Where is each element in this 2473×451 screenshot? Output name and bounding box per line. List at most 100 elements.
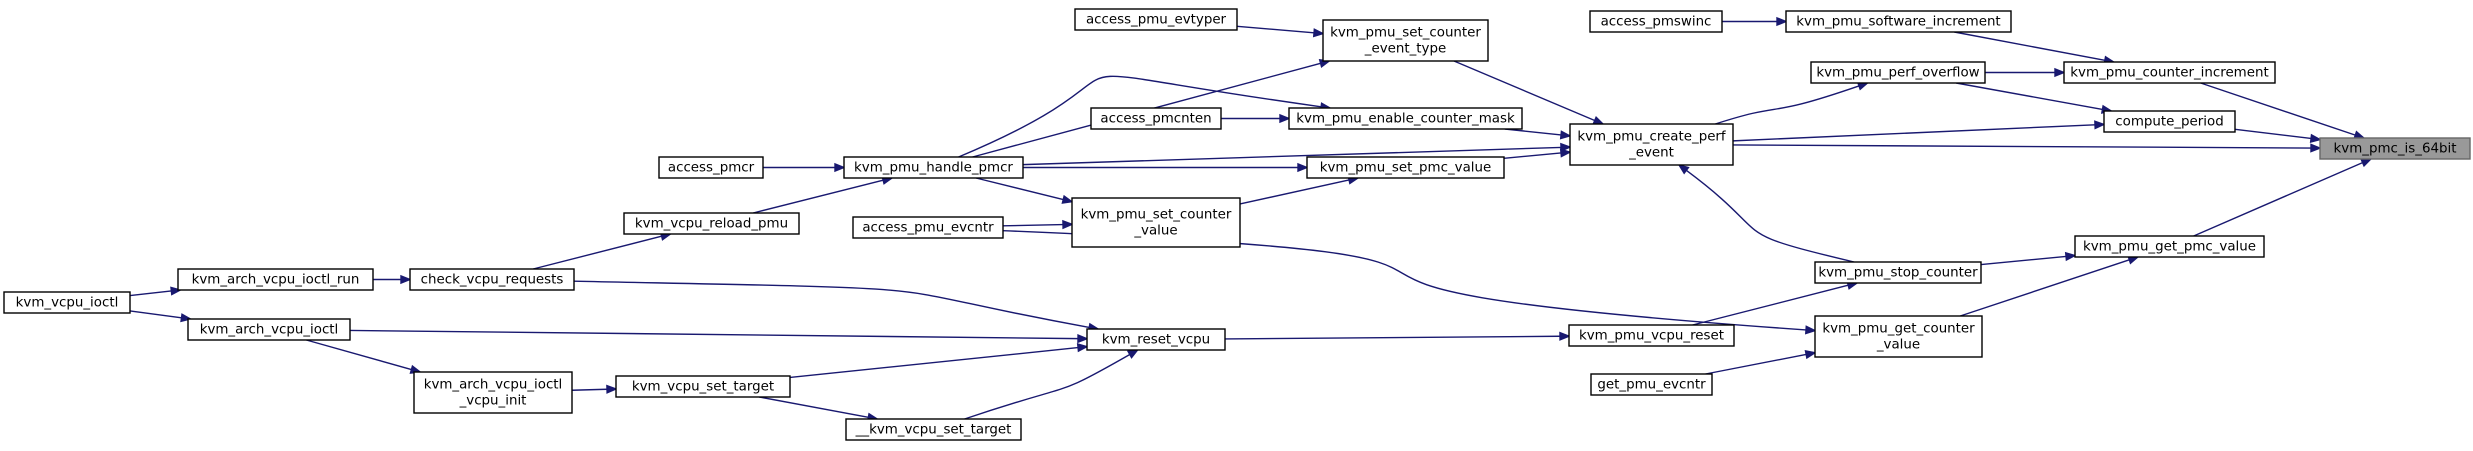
edge-line	[1705, 353, 1807, 375]
edge-kvm_pmu_enable_counter_mask-to-kvm_pmu_create_perf_event	[1504, 128, 1572, 140]
function-node---kvm-vcpu-set-target[interactable]: __kvm_vcpu_set_target	[845, 418, 1022, 441]
node-box	[1814, 315, 1983, 358]
function-node-kvm-arch-vcpu-ioctl-run[interactable]: kvm_arch_vcpu_ioctl_run	[177, 268, 374, 291]
node-label: kvm_pmu_get_counter	[1822, 322, 1975, 337]
function-node-compute-period[interactable]: compute_period	[2103, 110, 2236, 133]
node-label: kvm_pmu_set_counter	[1081, 208, 1232, 223]
node-label: kvm_pmu_enable_counter_mask	[1296, 112, 1515, 127]
arrow-head-icon	[170, 286, 183, 296]
function-node-check-vcpu-requests[interactable]: check_vcpu_requests	[409, 268, 575, 291]
node-box	[852, 216, 1004, 239]
edge-line	[1692, 284, 1849, 326]
node-label: kvm_pmu_perf_overflow	[1816, 66, 1979, 81]
function-node-kvm-pmu-perf-overflow[interactable]: kvm_pmu_perf_overflow	[1810, 61, 1986, 84]
node-label: access_pmu_evcntr	[862, 221, 994, 236]
node-box	[187, 318, 351, 341]
function-node-kvm-pmu-set-counter-value[interactable]: kvm_pmu_set_counter_value	[1071, 197, 1241, 248]
arrow-head-icon	[2310, 143, 2322, 153]
node-label: kvm_pmu_vcpu_reset	[1579, 329, 1724, 344]
node-box	[658, 156, 764, 179]
node-label: kvm_pmu_set_counter	[1330, 26, 1481, 41]
function-node-access-pmcnten[interactable]: access_pmcnten	[1090, 107, 1222, 130]
edge-kvm_pmu_handle_pmcr-to-kvm_pmu_set_counter_value	[975, 177, 1074, 204]
edge-kvm_pmu_stop_counter-to-kvm_pmu_create_perf_event	[1677, 163, 1855, 263]
node-box	[1569, 123, 1734, 166]
function-node-kvm-pmu-get-pmc-value[interactable]: kvm_pmu_get_pmc_value	[2074, 235, 2265, 258]
node-label: kvm_vcpu_reload_pmu	[635, 217, 788, 232]
node-box	[413, 371, 573, 414]
function-node-kvm-pmu-software-increment[interactable]: kvm_pmu_software_increment	[1785, 10, 2012, 33]
edge-kvm_arch_vcpu_ioctl-to-kvm_arch_vcpu_ioctl_vcpu_init	[306, 339, 422, 374]
function-node-kvm-pmu-enable-counter-mask[interactable]: kvm_pmu_enable_counter_mask	[1288, 107, 1523, 130]
function-node-kvm-vcpu-ioctl[interactable]: kvm_vcpu_ioctl	[3, 291, 131, 314]
edge-line	[975, 177, 1064, 201]
edge-line	[752, 179, 884, 214]
edge-kvm_arch_vcpu_ioctl-to-kvm_reset_vcpu	[349, 329, 1089, 344]
edge-kvm_pmu_set_counter_value-to-kvm_pmu_set_pmc_value	[1239, 175, 1360, 205]
arrow-head-icon	[2360, 158, 2373, 168]
function-node-kvm-vcpu-reload-pmu[interactable]: kvm_vcpu_reload_pmu	[623, 212, 800, 235]
node-box	[1306, 156, 1505, 179]
edge-check_vcpu_requests-to-kvm_reset_vcpu	[573, 280, 1100, 332]
arrow-head-icon	[606, 384, 618, 394]
arrow-head-icon	[1126, 349, 1140, 359]
edge-kvm_vcpu_set_target-to-kvm_reset_vcpu	[789, 343, 1089, 379]
node-box	[2074, 235, 2265, 258]
edge-line	[1956, 82, 2103, 111]
function-node-kvm-pmu-counter-increment[interactable]: kvm_pmu_counter_increment	[2063, 61, 2276, 84]
node-label: kvm_arch_vcpu_ioctl	[424, 378, 563, 393]
edge-line	[532, 235, 662, 270]
function-node-kvm-pmu-create-perf-event[interactable]: kvm_pmu_create_perf_event	[1569, 123, 1734, 166]
function-node-kvm-pmu-set-pmc-value[interactable]: kvm_pmu_set_pmc_value	[1306, 156, 1505, 179]
arrow-head-icon	[1279, 113, 1291, 124]
function-node-access-pmu-evtyper[interactable]: access_pmu_evtyper	[1074, 8, 1238, 31]
node-box	[1074, 8, 1238, 31]
arrow-head-icon	[834, 162, 846, 173]
function-node-kvm-reset-vcpu[interactable]: kvm_reset_vcpu	[1086, 328, 1226, 351]
edge-kvm_pmu_handle_pmcr-to-kvm_pmu_set_pmc_value	[1023, 162, 1309, 173]
arrow-head-icon	[2309, 133, 2322, 143]
function-node-kvm-arch-vcpu-ioctl[interactable]: kvm_arch_vcpu_ioctl	[187, 318, 351, 341]
node-box	[3, 291, 131, 314]
function-node-access-pmswinc[interactable]: access_pmswinc	[1589, 10, 1723, 33]
function-node-get-pmu-evcntr[interactable]: get_pmu_evcntr	[1590, 373, 1713, 396]
node-label: kvm_pmu_counter_increment	[2070, 66, 2268, 81]
edge-line	[129, 310, 182, 319]
edge-line	[2234, 128, 2312, 140]
node-label: kvm_pmu_handle_pmcr	[854, 161, 1013, 176]
node-label: _value	[1133, 224, 1177, 239]
edge-line	[1504, 128, 1562, 136]
function-node-kvm-pmu-vcpu-reset[interactable]: kvm_pmu_vcpu_reset	[1568, 324, 1735, 347]
edge-line	[1715, 85, 1860, 125]
node-label: access_pmu_evtyper	[1086, 13, 1227, 28]
node-box	[615, 375, 791, 398]
edge-line	[1980, 255, 2067, 266]
function-node-kvm-vcpu-set-target[interactable]: kvm_vcpu_set_target	[615, 375, 791, 398]
node-box	[623, 212, 800, 235]
edge-compute_period-to-kvm_pmc_is_64bit	[2234, 128, 2322, 143]
function-node-kvm-pmu-get-counter-value[interactable]: kvm_pmu_get_counter_value	[1814, 315, 1983, 358]
node-label: check_vcpu_requests	[421, 273, 564, 288]
node-box	[1810, 61, 1986, 84]
edge-__kvm_vcpu_set_target-to-kvm_reset_vcpu	[964, 349, 1140, 420]
node-box	[1568, 324, 1735, 347]
function-node-kvm-pmu-stop-counter[interactable]: kvm_pmu_stop_counter	[1814, 261, 1982, 284]
edge-access_pmcr-to-kvm_pmu_handle_pmcr	[763, 162, 846, 173]
arrow-head-icon	[1804, 350, 1817, 360]
edge-kvm_pmu_software_increment-to-kvm_pmu_counter_increment	[1954, 31, 2116, 65]
node-box	[2319, 137, 2471, 160]
edge-line	[1002, 223, 1064, 227]
function-node-access-pmcr[interactable]: access_pmcr	[658, 156, 764, 179]
edge-line	[1239, 179, 1350, 205]
function-node-access-pmu-evcntr[interactable]: access_pmu_evcntr	[852, 216, 1004, 239]
function-node-kvm-pmu-handle-pmcr[interactable]: kvm_pmu_handle_pmcr	[843, 156, 1024, 179]
function-node-kvm-arch-vcpu-ioctl-vcpu-init[interactable]: kvm_arch_vcpu_ioctl_vcpu_init	[413, 371, 573, 414]
edge-kvm_vcpu_reload_pmu-to-kvm_pmu_handle_pmcr	[752, 175, 894, 214]
function-node-kvm-pmu-set-counter-event-type[interactable]: kvm_pmu_set_counter_event_type	[1322, 19, 1489, 62]
arrow-head-icon	[1559, 148, 1572, 158]
arrow-head-icon	[2064, 251, 2077, 262]
node-label: access_pmcnten	[1100, 112, 1211, 127]
target-node-kvm-pmc-is-64bit[interactable]: kvm_pmc_is_64bit	[2319, 137, 2471, 160]
edge-line	[571, 388, 608, 391]
node-box	[2103, 110, 2236, 133]
